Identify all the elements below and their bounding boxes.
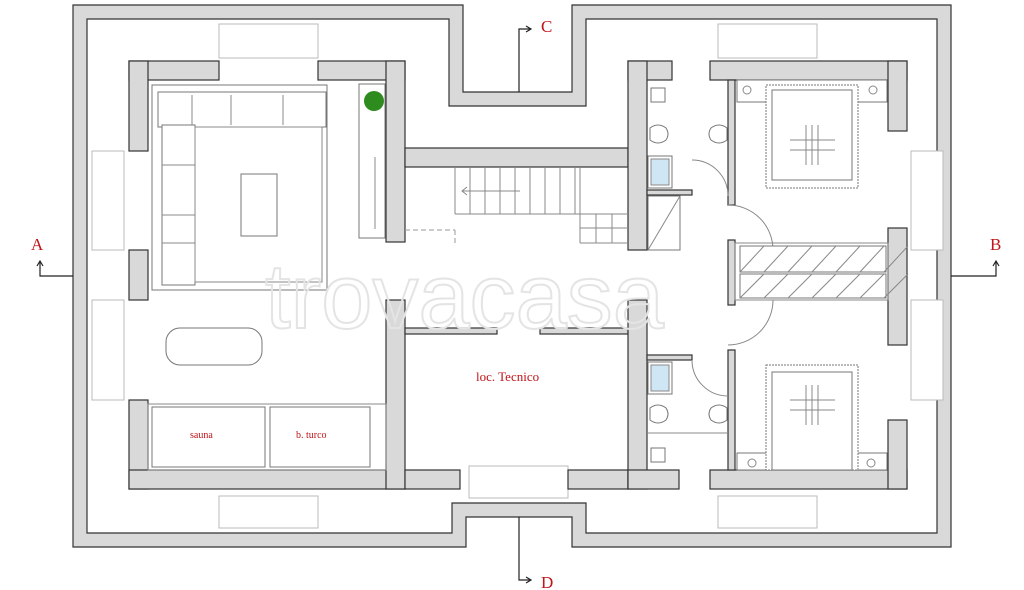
wardrobe-door [883, 273, 909, 299]
plant-icon [364, 91, 384, 111]
svg-text:B: B [990, 235, 1001, 254]
wardrobe-door [811, 273, 837, 299]
bedroom-top [736, 79, 888, 189]
wardrobe-door [859, 273, 885, 299]
section-a: A [31, 235, 73, 277]
staircase [405, 167, 628, 244]
room-label-sauna: sauna [190, 430, 213, 441]
wellness-area [147, 403, 387, 471]
wardrobe-door [811, 245, 837, 273]
wardrobe-door [739, 273, 765, 299]
wardrobe-door [763, 245, 789, 273]
svg-text:A: A [31, 235, 44, 254]
section-d: D [518, 517, 553, 590]
bathrooms [647, 87, 774, 463]
wardrobe-door [883, 245, 909, 273]
room-label-turkish-bath: b. turco [296, 430, 327, 441]
section-c: C [518, 17, 552, 92]
living-room-furniture [151, 83, 386, 366]
wardrobe-door [835, 245, 861, 273]
interior-walls [128, 60, 908, 490]
svg-text:C: C [541, 17, 552, 36]
wardrobe-door [739, 245, 765, 273]
wardrobe-door [763, 273, 789, 299]
bedroom-bottom [736, 364, 888, 471]
wardrobe-door [835, 273, 861, 299]
wardrobe-door [787, 245, 813, 273]
outer-wall [72, 4, 952, 548]
room-label-technical-room: loc. Tecnico [476, 369, 539, 384]
section-b: B [951, 235, 1001, 277]
wardrobe-door [787, 273, 813, 299]
wardrobe-door [859, 245, 885, 273]
watermark-logo: trovacasa [265, 246, 665, 348]
svg-text:D: D [541, 573, 553, 590]
wardrobes [739, 245, 909, 299]
